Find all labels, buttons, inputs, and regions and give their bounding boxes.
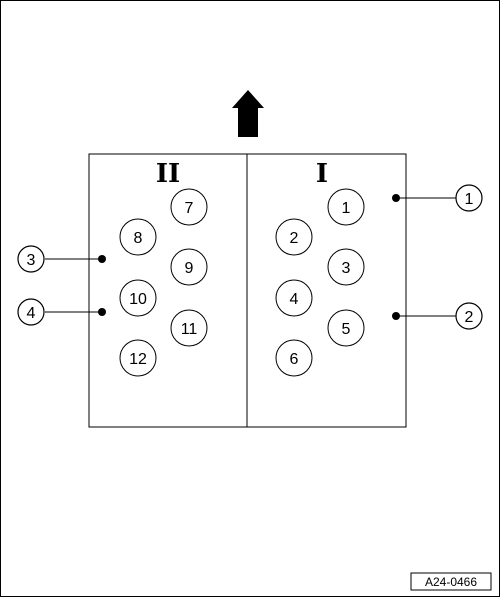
bank-label-II: II bbox=[156, 159, 180, 189]
cylinder-10: 10 bbox=[119, 279, 157, 317]
svg-text:5: 5 bbox=[342, 321, 351, 338]
svg-text:7: 7 bbox=[185, 200, 194, 217]
svg-text:12: 12 bbox=[129, 351, 147, 368]
cylinder-6: 6 bbox=[275, 339, 313, 377]
svg-text:4: 4 bbox=[27, 305, 36, 322]
svg-text:4: 4 bbox=[290, 291, 299, 308]
svg-text:2: 2 bbox=[465, 309, 474, 326]
cylinder-4: 4 bbox=[275, 279, 313, 317]
arrow-up-icon bbox=[232, 90, 264, 137]
callout-2: 2 bbox=[392, 302, 483, 330]
svg-text:1: 1 bbox=[465, 191, 474, 208]
bank-label-I: I bbox=[316, 159, 328, 189]
svg-text:A24-0466: A24-0466 bbox=[425, 575, 477, 589]
cylinder-12: 12 bbox=[119, 339, 157, 377]
svg-text:11: 11 bbox=[181, 321, 198, 338]
cylinder-11: 11 bbox=[170, 309, 208, 347]
cylinder-8: 8 bbox=[119, 218, 157, 256]
cylinder-9: 9 bbox=[170, 248, 208, 286]
cylinder-5: 5 bbox=[327, 309, 365, 347]
svg-text:6: 6 bbox=[290, 351, 299, 368]
svg-text:3: 3 bbox=[342, 260, 351, 277]
callout-3: 3 bbox=[17, 245, 106, 273]
svg-text:8: 8 bbox=[134, 230, 143, 247]
cylinder-3: 3 bbox=[327, 248, 365, 286]
callout-1: 1 bbox=[392, 184, 483, 212]
callout-4: 4 bbox=[17, 298, 106, 326]
svg-text:2: 2 bbox=[290, 230, 299, 247]
cylinder-1: 1 bbox=[327, 188, 365, 226]
cylinder-7: 7 bbox=[170, 188, 208, 226]
svg-text:9: 9 bbox=[185, 260, 194, 277]
figure-reference: A24-0466 bbox=[410, 572, 492, 591]
cylinder-2: 2 bbox=[275, 218, 313, 256]
svg-text:10: 10 bbox=[129, 291, 147, 308]
svg-text:3: 3 bbox=[27, 252, 36, 269]
svg-text:1: 1 bbox=[342, 200, 351, 217]
